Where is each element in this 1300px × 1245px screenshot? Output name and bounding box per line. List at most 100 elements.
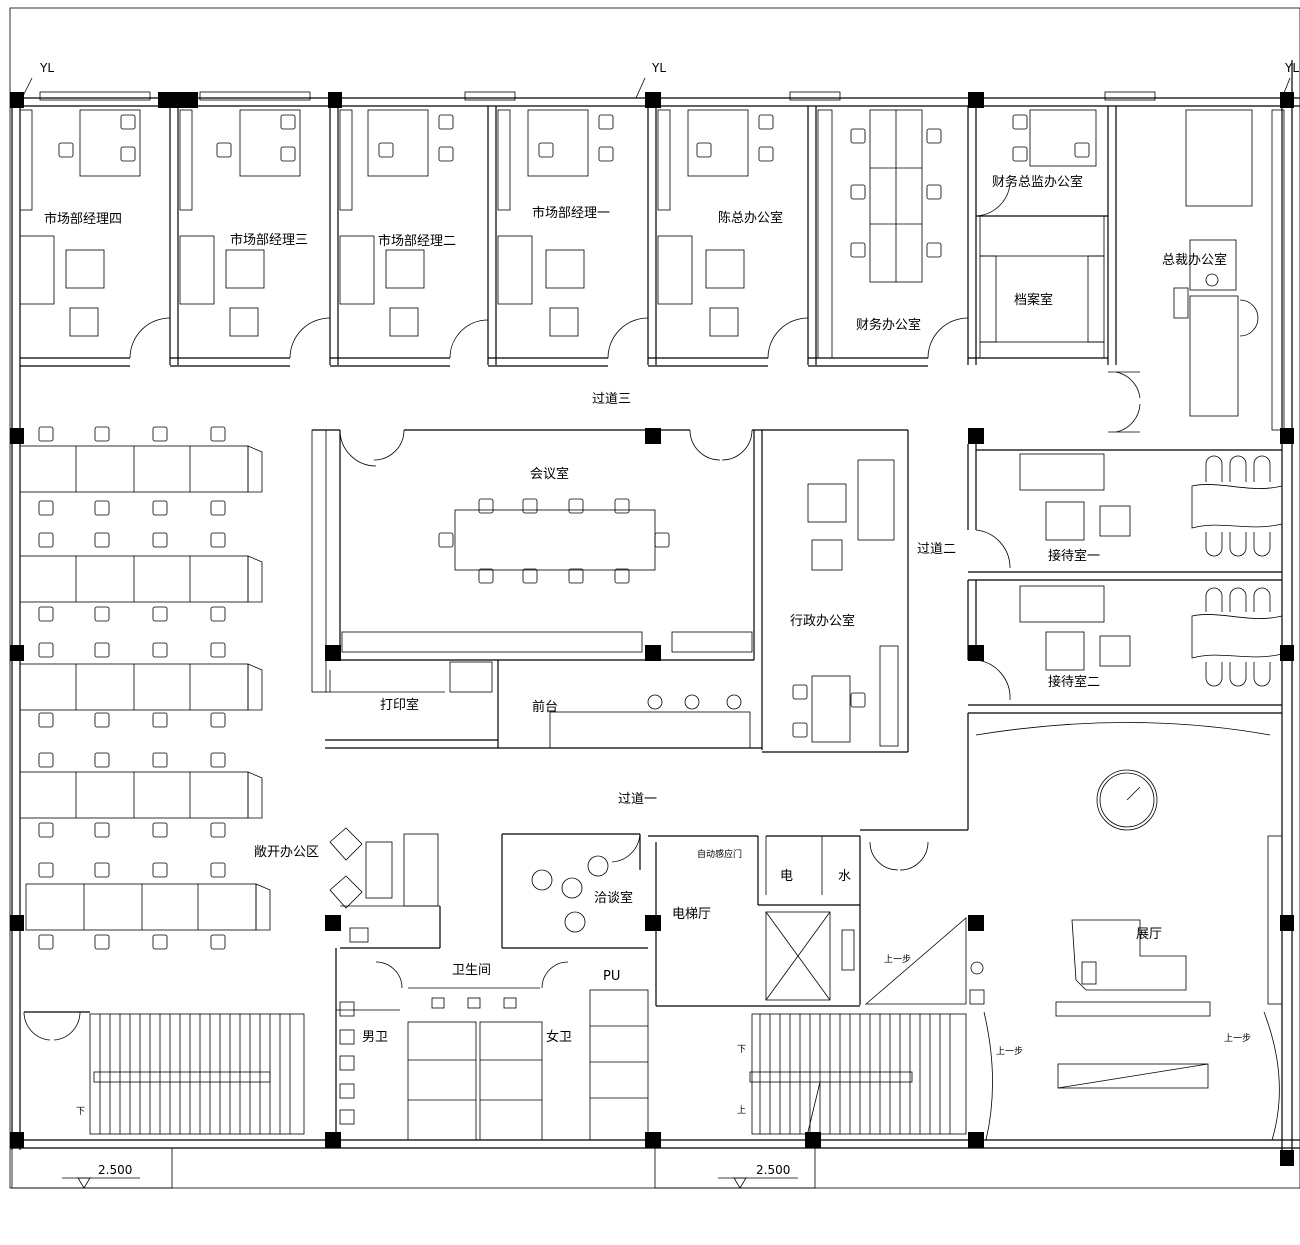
chair-icon bbox=[94, 752, 110, 768]
room-label-market-mgr-4: 市场部经理四 bbox=[44, 211, 122, 227]
outer-walls bbox=[9, 7, 1300, 1189]
chair-icon bbox=[1074, 142, 1090, 158]
chair-icon bbox=[94, 500, 110, 516]
chair-icon bbox=[152, 934, 168, 950]
room-label-reception-1: 接待室一 bbox=[1048, 548, 1100, 564]
chair-icon bbox=[522, 498, 538, 514]
axis-tag: YL bbox=[39, 61, 54, 75]
chair-icon bbox=[38, 426, 54, 442]
label-water-shaft: 水 bbox=[838, 869, 851, 884]
chair-icon bbox=[210, 752, 226, 768]
staircases bbox=[23, 1011, 967, 1135]
chair-icon bbox=[1012, 146, 1028, 162]
label-electric-shaft: 电 bbox=[780, 869, 793, 884]
chair-icon bbox=[94, 532, 110, 548]
chair-icon bbox=[210, 642, 226, 658]
chair-icon bbox=[568, 498, 584, 514]
room-label-market-mgr-3: 市场部经理三 bbox=[230, 232, 308, 248]
chair-icon bbox=[438, 146, 454, 162]
chair-icon bbox=[38, 532, 54, 548]
chair-icon bbox=[926, 184, 942, 200]
room-label-archive: 档案室 bbox=[1014, 292, 1053, 308]
chair-icon bbox=[58, 142, 74, 158]
service-core bbox=[335, 833, 861, 1141]
chair-icon bbox=[152, 426, 168, 442]
chair-icon bbox=[152, 532, 168, 548]
top-row-offices bbox=[19, 106, 1285, 433]
chair-icon bbox=[568, 568, 584, 584]
room-label-meeting-room: 会议室 bbox=[530, 466, 569, 482]
chair-icon bbox=[438, 114, 454, 130]
chair-icon bbox=[38, 606, 54, 622]
room-label-mens: 男卫 bbox=[362, 1030, 388, 1045]
chair-icon bbox=[120, 146, 136, 162]
chair-icon bbox=[210, 500, 226, 516]
room-label-market-mgr-2: 市场部经理二 bbox=[378, 233, 456, 249]
chair-icon bbox=[926, 242, 942, 258]
room-label-front-desk: 前台 bbox=[532, 699, 558, 715]
chair-icon bbox=[152, 862, 168, 878]
elevation-label: 2.500 bbox=[756, 1163, 790, 1177]
chair-icon bbox=[478, 498, 494, 514]
chair-icon bbox=[120, 114, 136, 130]
chair-icon bbox=[38, 934, 54, 950]
chair-icon bbox=[152, 712, 168, 728]
chair-icon bbox=[38, 500, 54, 516]
stair-up-label: 上 bbox=[737, 1105, 746, 1116]
chair-icon bbox=[478, 568, 494, 584]
chair-icon bbox=[152, 500, 168, 516]
chair-icon bbox=[758, 114, 774, 130]
center-block bbox=[311, 429, 909, 753]
chair-icon bbox=[850, 242, 866, 258]
chair-icon bbox=[522, 568, 538, 584]
label-pu: PU bbox=[603, 969, 620, 984]
chair-icon bbox=[210, 862, 226, 878]
chair-icon bbox=[210, 712, 226, 728]
label-step-up: 上一步 bbox=[884, 954, 911, 965]
open-office-area bbox=[19, 445, 441, 949]
stair-down-label: 下 bbox=[737, 1045, 746, 1055]
chair-icon bbox=[598, 114, 614, 130]
label-elevator-door: 自动感应门 bbox=[697, 848, 742, 860]
axis-tag: YL bbox=[651, 61, 666, 75]
chair-icon bbox=[94, 862, 110, 878]
chair-icon bbox=[614, 498, 630, 514]
chair-icon bbox=[210, 606, 226, 622]
elevation-label: 2.500 bbox=[98, 1163, 132, 1177]
label-step-up: 上一步 bbox=[996, 1046, 1023, 1057]
structural-columns bbox=[10, 92, 1294, 1166]
chair-icon bbox=[94, 934, 110, 950]
chair-icon bbox=[792, 722, 808, 738]
chair-icon bbox=[152, 822, 168, 838]
chair-icon bbox=[38, 822, 54, 838]
chair-icon bbox=[598, 146, 614, 162]
room-label-print-room: 打印室 bbox=[380, 697, 419, 713]
chair-icon bbox=[94, 642, 110, 658]
chair-icon bbox=[850, 184, 866, 200]
room-label-open-office: 敞开办公区 bbox=[254, 844, 319, 860]
chair-icon bbox=[38, 752, 54, 768]
chair-icon bbox=[94, 712, 110, 728]
chair-icon bbox=[210, 934, 226, 950]
chair-icon bbox=[216, 142, 232, 158]
chair-icon bbox=[758, 146, 774, 162]
chair-icon bbox=[654, 532, 670, 548]
room-label-admin-office: 行政办公室 bbox=[790, 613, 855, 629]
room-label-corridor-2: 过道二 bbox=[917, 542, 956, 557]
chair-icon bbox=[538, 142, 554, 158]
room-label-womens: 女卫 bbox=[546, 1029, 572, 1045]
chair-icon bbox=[94, 822, 110, 838]
exhibition-hall bbox=[860, 713, 1283, 1141]
chair-icon bbox=[210, 426, 226, 442]
room-label-president-office: 总裁办公室 bbox=[1162, 252, 1227, 268]
room-label-corridor-1: 过道一 bbox=[618, 792, 657, 807]
chair-icon bbox=[152, 642, 168, 658]
chair-icon bbox=[696, 142, 712, 158]
room-label-restroom: 卫生间 bbox=[452, 963, 491, 978]
room-label-finance-director: 财务总监办公室 bbox=[992, 174, 1083, 190]
room-label-negotiation: 洽谈室 bbox=[594, 890, 633, 906]
chair-icon bbox=[850, 692, 866, 708]
room-label-finance-office: 财务办公室 bbox=[856, 317, 921, 333]
axis-tag: YL bbox=[1284, 61, 1299, 75]
